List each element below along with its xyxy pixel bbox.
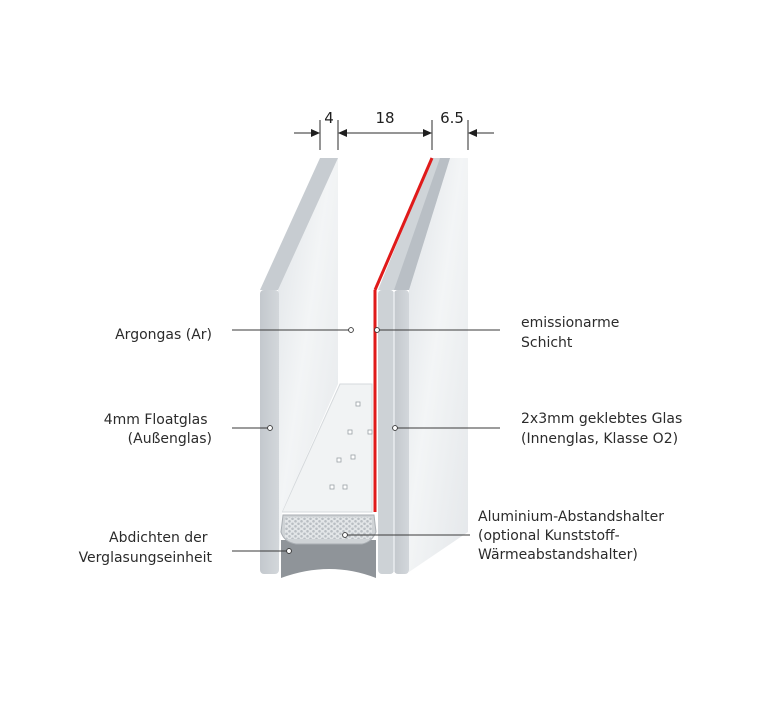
outer-glass-top-edge [260,158,338,290]
argon-marker [348,327,354,333]
label-laminated: 2x3mm geklebtes Glas (Innenglas, Klasse … [521,411,687,447]
inner-glass-bevel [394,158,450,290]
spacer-honeycomb [285,517,372,539]
label-argon: Argongas (Ar) [115,327,212,343]
label-sealing: Abdichten der Verglasungseinheit [79,530,213,566]
dimension-inner-glass: 6.5 [440,109,464,127]
outer-glass [260,158,338,574]
label-float-glass: 4mm Floatglas (Außenglas) [104,412,212,447]
inner-glass-edge-ply [378,290,394,574]
dimension-annotations: 4 18 6.5 [294,109,494,150]
inner-glass-face [409,158,468,572]
leader-lines [232,327,500,554]
sealant [281,540,376,578]
inner-glass-edge [394,290,409,574]
sealing-marker [286,548,292,554]
spacer-marker [342,532,348,538]
desiccant-dots [329,401,373,490]
spacer-assembly [280,514,377,578]
label-spacer: Aluminium-Abstandshalter (optional Kunst… [478,509,668,563]
float-glass-marker [267,425,273,431]
inner-glass [378,158,468,574]
dimension-gap: 18 [375,109,394,127]
dimension-outer-glass: 4 [324,109,334,127]
outer-glass-edge [260,290,279,574]
low-e-marker [374,327,380,333]
cavity-floor [281,383,373,513]
low-e-coating [373,157,434,512]
laminated-marker [392,425,398,431]
cavity [281,383,373,513]
outer-glass-face [278,158,338,572]
label-low-e: emissionarme Schicht [521,315,624,351]
